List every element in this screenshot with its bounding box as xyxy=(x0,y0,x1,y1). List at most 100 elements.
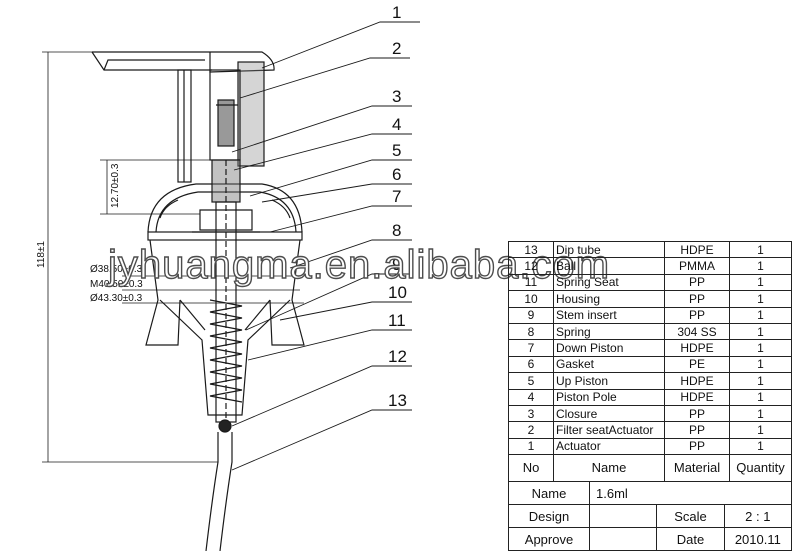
cell-material: PP xyxy=(664,437,730,456)
cell-no: 9 xyxy=(508,306,554,324)
cell-material: PP xyxy=(664,421,730,439)
callout-13: 13 xyxy=(388,391,407,410)
cell-material: HDPE xyxy=(664,372,730,390)
cell-material: HDPE xyxy=(664,339,730,357)
inner-diameter-dimension: Ø38.50±0.3 xyxy=(90,264,143,275)
cell-name: Filter seatActuator xyxy=(553,421,665,439)
cell-name: Up Piston xyxy=(553,372,665,390)
cell-name: Closure xyxy=(553,404,665,423)
cell-name: Down Piston xyxy=(553,339,665,357)
header-material: Material xyxy=(664,454,730,483)
design-value xyxy=(588,504,658,528)
cell-quantity: 1 xyxy=(729,322,792,341)
cell-material: PE xyxy=(664,355,730,374)
parts-list-header-row: No Name Material Quantity xyxy=(508,454,792,483)
cell-no: 12 xyxy=(508,257,554,275)
cell-material: PP xyxy=(664,404,730,423)
dimension-lines xyxy=(42,51,304,463)
piston-stem-part xyxy=(192,159,260,423)
cell-quantity: 1 xyxy=(729,290,792,308)
callout-7: 7 xyxy=(392,187,401,206)
callout-10: 10 xyxy=(388,283,407,302)
callout-4: 4 xyxy=(392,115,401,134)
ball-part xyxy=(218,419,232,433)
date-value: 2010.11 xyxy=(723,527,793,551)
title-row-name: Name 1.6ml xyxy=(508,481,792,505)
dimension-labels: 118±1 12.70±0.3 Ø38.50±0.3 M40.50±0.3 Ø4… xyxy=(36,163,143,304)
callout-labels: 1 2 3 4 5 6 7 8 9 10 11 12 13 xyxy=(388,3,407,410)
title-block-table: Name 1.6ml Design Scale 2 : 1 Approve Da… xyxy=(508,481,793,551)
cell-material: PP xyxy=(664,273,730,292)
cell-quantity: 1 xyxy=(729,437,792,456)
callout-9: 9 xyxy=(392,255,401,274)
callout-1: 1 xyxy=(392,3,401,22)
spring-part xyxy=(209,299,243,403)
cell-name: Stem insert xyxy=(553,306,665,324)
cell-no: 11 xyxy=(508,273,554,292)
approve-value xyxy=(588,527,658,551)
callout-6: 6 xyxy=(392,165,401,184)
cell-quantity: 1 xyxy=(729,273,792,292)
callout-5: 5 xyxy=(392,141,401,160)
cell-quantity: 1 xyxy=(729,388,792,406)
cell-material: PMMA xyxy=(664,257,730,275)
callout-2: 2 xyxy=(392,39,401,58)
header-name: Name xyxy=(553,454,665,483)
cell-material: PP xyxy=(664,290,730,308)
header-no: No xyxy=(508,454,554,483)
cell-no: 3 xyxy=(508,404,554,423)
cell-quantity: 1 xyxy=(729,421,792,439)
dip-tube-part xyxy=(205,432,233,551)
cell-no: 4 xyxy=(508,388,554,406)
cell-material: HDPE xyxy=(664,240,730,259)
housing-part xyxy=(145,239,305,416)
cell-name: Dip tube xyxy=(553,240,665,259)
cell-no: 6 xyxy=(508,355,554,374)
cell-quantity: 1 xyxy=(729,339,792,357)
cell-material: HDPE xyxy=(664,388,730,406)
title-row-design: Design Scale 2 : 1 xyxy=(508,504,793,528)
cell-no: 2 xyxy=(508,421,554,439)
cell-name: Piston Pole xyxy=(553,388,665,406)
cell-no: 1 xyxy=(508,437,554,456)
cell-name: Housing xyxy=(553,290,665,308)
cell-name: Actuator xyxy=(553,437,665,456)
design-label: Design xyxy=(508,504,590,528)
scale-label: Scale xyxy=(656,504,725,528)
date-label: Date xyxy=(656,527,725,551)
overall-height-dimension: 118±1 xyxy=(36,241,47,268)
name-value: 1.6ml xyxy=(589,481,792,505)
cell-name: Ball xyxy=(553,257,665,275)
cell-quantity: 1 xyxy=(729,404,792,423)
cell-material: PP xyxy=(664,306,730,324)
actuator-part xyxy=(91,51,275,183)
cell-no: 13 xyxy=(508,240,554,259)
callout-3: 3 xyxy=(392,87,401,106)
cell-name: Gasket xyxy=(553,355,665,374)
leader-lines xyxy=(231,21,420,471)
cell-no: 8 xyxy=(508,322,554,341)
scale-value: 2 : 1 xyxy=(723,504,793,528)
cell-no: 5 xyxy=(508,372,554,390)
cell-quantity: 1 xyxy=(729,240,792,259)
approve-label: Approve xyxy=(508,527,590,551)
name-label: Name xyxy=(508,481,590,505)
thread-dimension: M40.50±0.3 xyxy=(90,279,143,290)
cell-quantity: 1 xyxy=(729,355,792,374)
callout-11: 11 xyxy=(388,311,406,330)
cell-no: 10 xyxy=(508,290,554,308)
cell-quantity: 1 xyxy=(729,372,792,390)
cell-quantity: 1 xyxy=(729,257,792,275)
